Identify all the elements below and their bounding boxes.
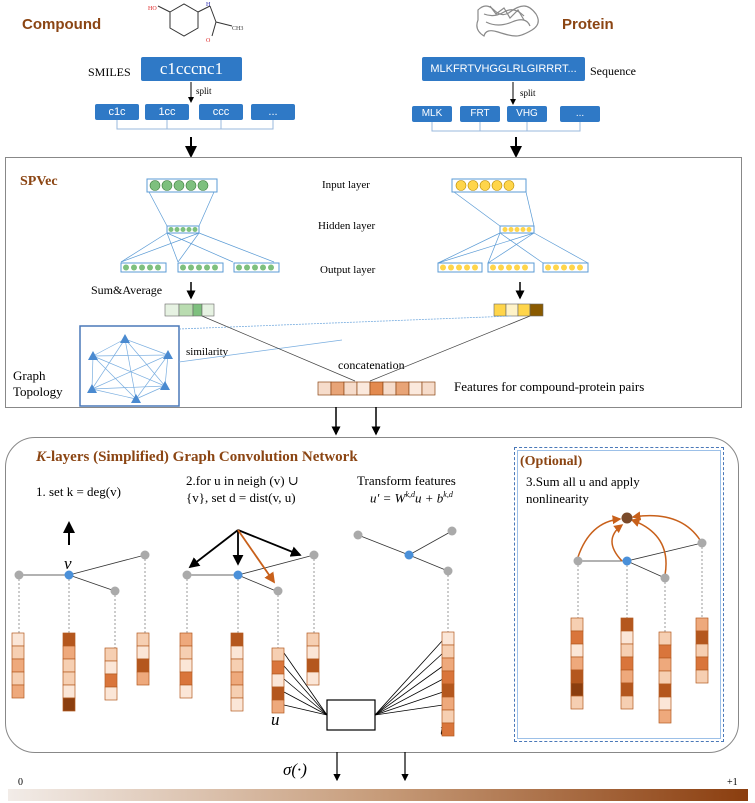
sequence-box: MLKFRTVHGGLRLGIRRRT... (422, 57, 585, 81)
svg-text:HO: HO (148, 6, 157, 12)
input-layer-label: Input layer (322, 179, 370, 191)
step3-line1: 3.Sum all u and apply (526, 474, 640, 489)
step1-text: 1. set k = deg(v) (36, 484, 121, 499)
eq-part-1: u′ = W (370, 490, 406, 506)
features-pairs-label: Features for compound-protein pairs (454, 379, 645, 394)
gcn-title-rest: -layers (Simplified) Graph Convolution N… (46, 449, 358, 465)
hidden-layer-label: Hidden layer (318, 220, 376, 232)
spvec-title: SPVec (20, 174, 58, 189)
output-layer-label: Output layer (320, 264, 376, 276)
protein-token: ... (560, 106, 600, 122)
scale-min-label: 0 (18, 777, 23, 788)
spvec-panel (5, 157, 742, 408)
sum-average-label: Sum&Average (91, 283, 163, 297)
gcn-title: K-layers (Simplified) Graph Convolution … (36, 449, 358, 466)
svg-text:H: H (206, 2, 211, 8)
optional-panel (514, 447, 724, 742)
color-scale-bar (8, 789, 748, 801)
similarity-label: similarity (186, 346, 229, 358)
sigma-label: σ(·) (283, 760, 307, 779)
step2-line2: {v}, set d = dist(v, u) (186, 490, 296, 505)
protein-title: Protein (562, 16, 614, 33)
protein-token: VHG (507, 106, 547, 122)
node-uprime-label: u′ (440, 720, 453, 739)
gcn-title-k: K (36, 449, 47, 465)
svg-text:CH3: CH3 (232, 26, 243, 32)
compound-token: c1c (95, 104, 139, 120)
transform-label: Transform features (357, 473, 456, 488)
transform-equation: u′ = Wk,du + bk,d (370, 490, 453, 506)
optional-title: (Optional) (520, 454, 583, 469)
compound-token: ccc (199, 104, 243, 120)
smiles-label: SMILES (88, 65, 131, 79)
svg-text:O: O (206, 38, 211, 44)
node-v-label: v (64, 554, 72, 573)
compound-token: 1cc (145, 104, 189, 120)
split-label-left: split (196, 86, 212, 96)
protein-token: MLK (412, 106, 452, 122)
node-u-label: u (271, 710, 280, 729)
eq-sup-2: k,d (443, 490, 453, 499)
compound-title: Compound (22, 16, 102, 33)
protein-token: FRT (460, 106, 500, 122)
sequence-label: Sequence (590, 64, 636, 78)
step2-line1: 2.for u in neigh (v) ∪ (186, 473, 299, 488)
eq-part-2: u + b (415, 490, 444, 506)
concatenation-label: concatenation (338, 358, 405, 372)
split-label-right: split (520, 88, 536, 98)
smiles-box: c1cccnc1 (141, 57, 242, 81)
eq-sup-1: k,d (405, 490, 416, 499)
scale-max-label: +1 (727, 777, 738, 788)
gcn-panel (5, 437, 739, 753)
compound-token: ... (251, 104, 295, 120)
step3-line2: nonlinearity (526, 491, 589, 506)
